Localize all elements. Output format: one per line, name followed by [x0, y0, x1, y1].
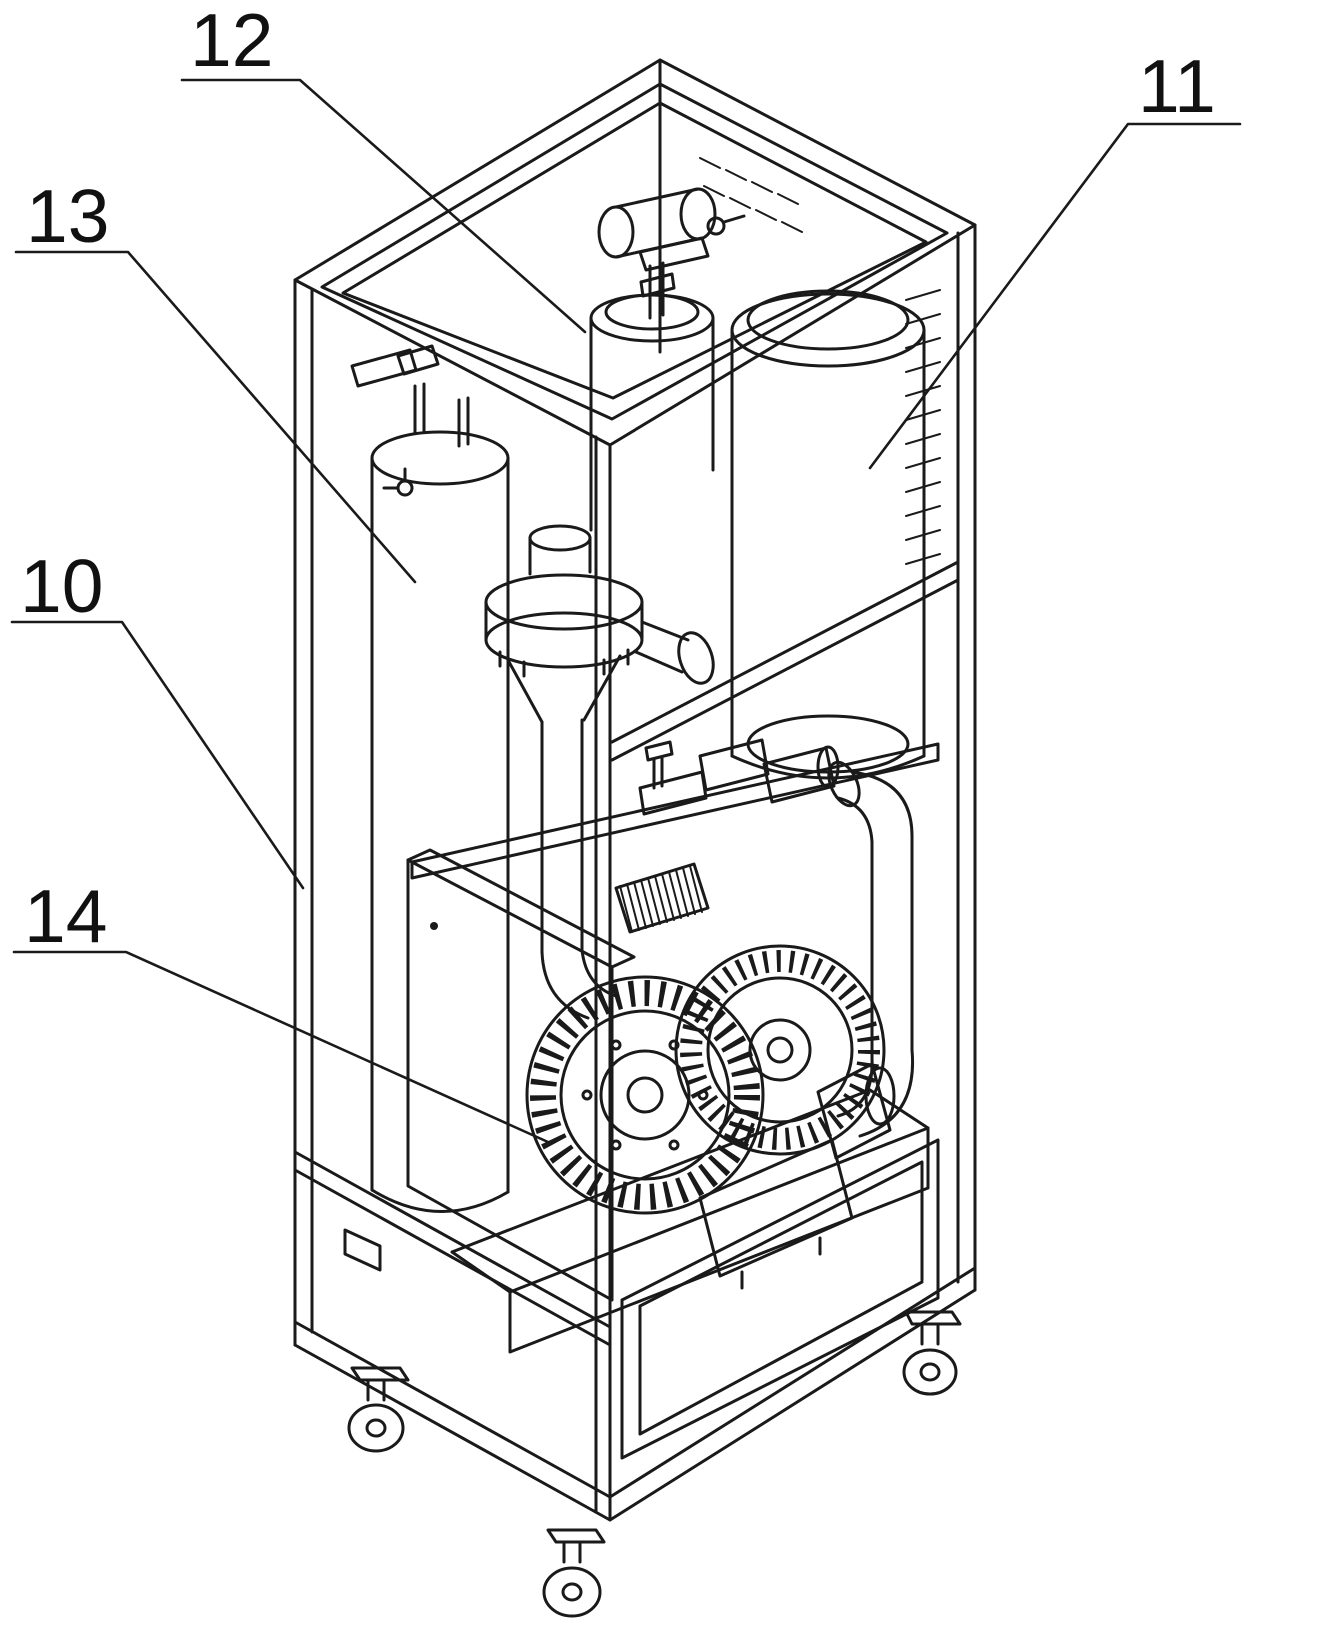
reference-label-14: 14 — [24, 874, 107, 958]
bottom-right-frame — [620, 1138, 940, 1460]
base-tray — [450, 1088, 930, 1354]
reference-label-11: 11 — [1138, 44, 1216, 128]
shelf-and-manifold — [410, 738, 940, 934]
reference-label-10: 10 — [20, 544, 103, 628]
blower-assembly — [525, 944, 896, 1290]
left-tank-cylinder — [350, 344, 510, 1213]
caster-right — [902, 1310, 962, 1396]
center-flanged-column — [484, 524, 715, 1020]
cabinet-frame — [293, 58, 977, 1522]
reference-label-12: 12 — [190, 0, 273, 82]
leader-11 — [868, 122, 1242, 470]
leader-12 — [180, 78, 587, 334]
control-box-panel — [406, 848, 636, 1302]
reference-label-13: 13 — [26, 174, 109, 258]
right-piping — [827, 760, 915, 1138]
leader-14 — [12, 950, 550, 1144]
vent-slots-top — [699, 157, 803, 233]
leader-13 — [14, 250, 417, 584]
top-motor-assembly — [597, 187, 746, 320]
leader-lines — [10, 78, 1242, 1144]
caster-left — [347, 1366, 410, 1453]
switch-box — [343, 1228, 382, 1272]
right-tank-cylinder — [730, 289, 926, 780]
vent-slots-right — [905, 289, 941, 565]
caster-front — [542, 1528, 606, 1618]
leader-10 — [10, 620, 305, 890]
